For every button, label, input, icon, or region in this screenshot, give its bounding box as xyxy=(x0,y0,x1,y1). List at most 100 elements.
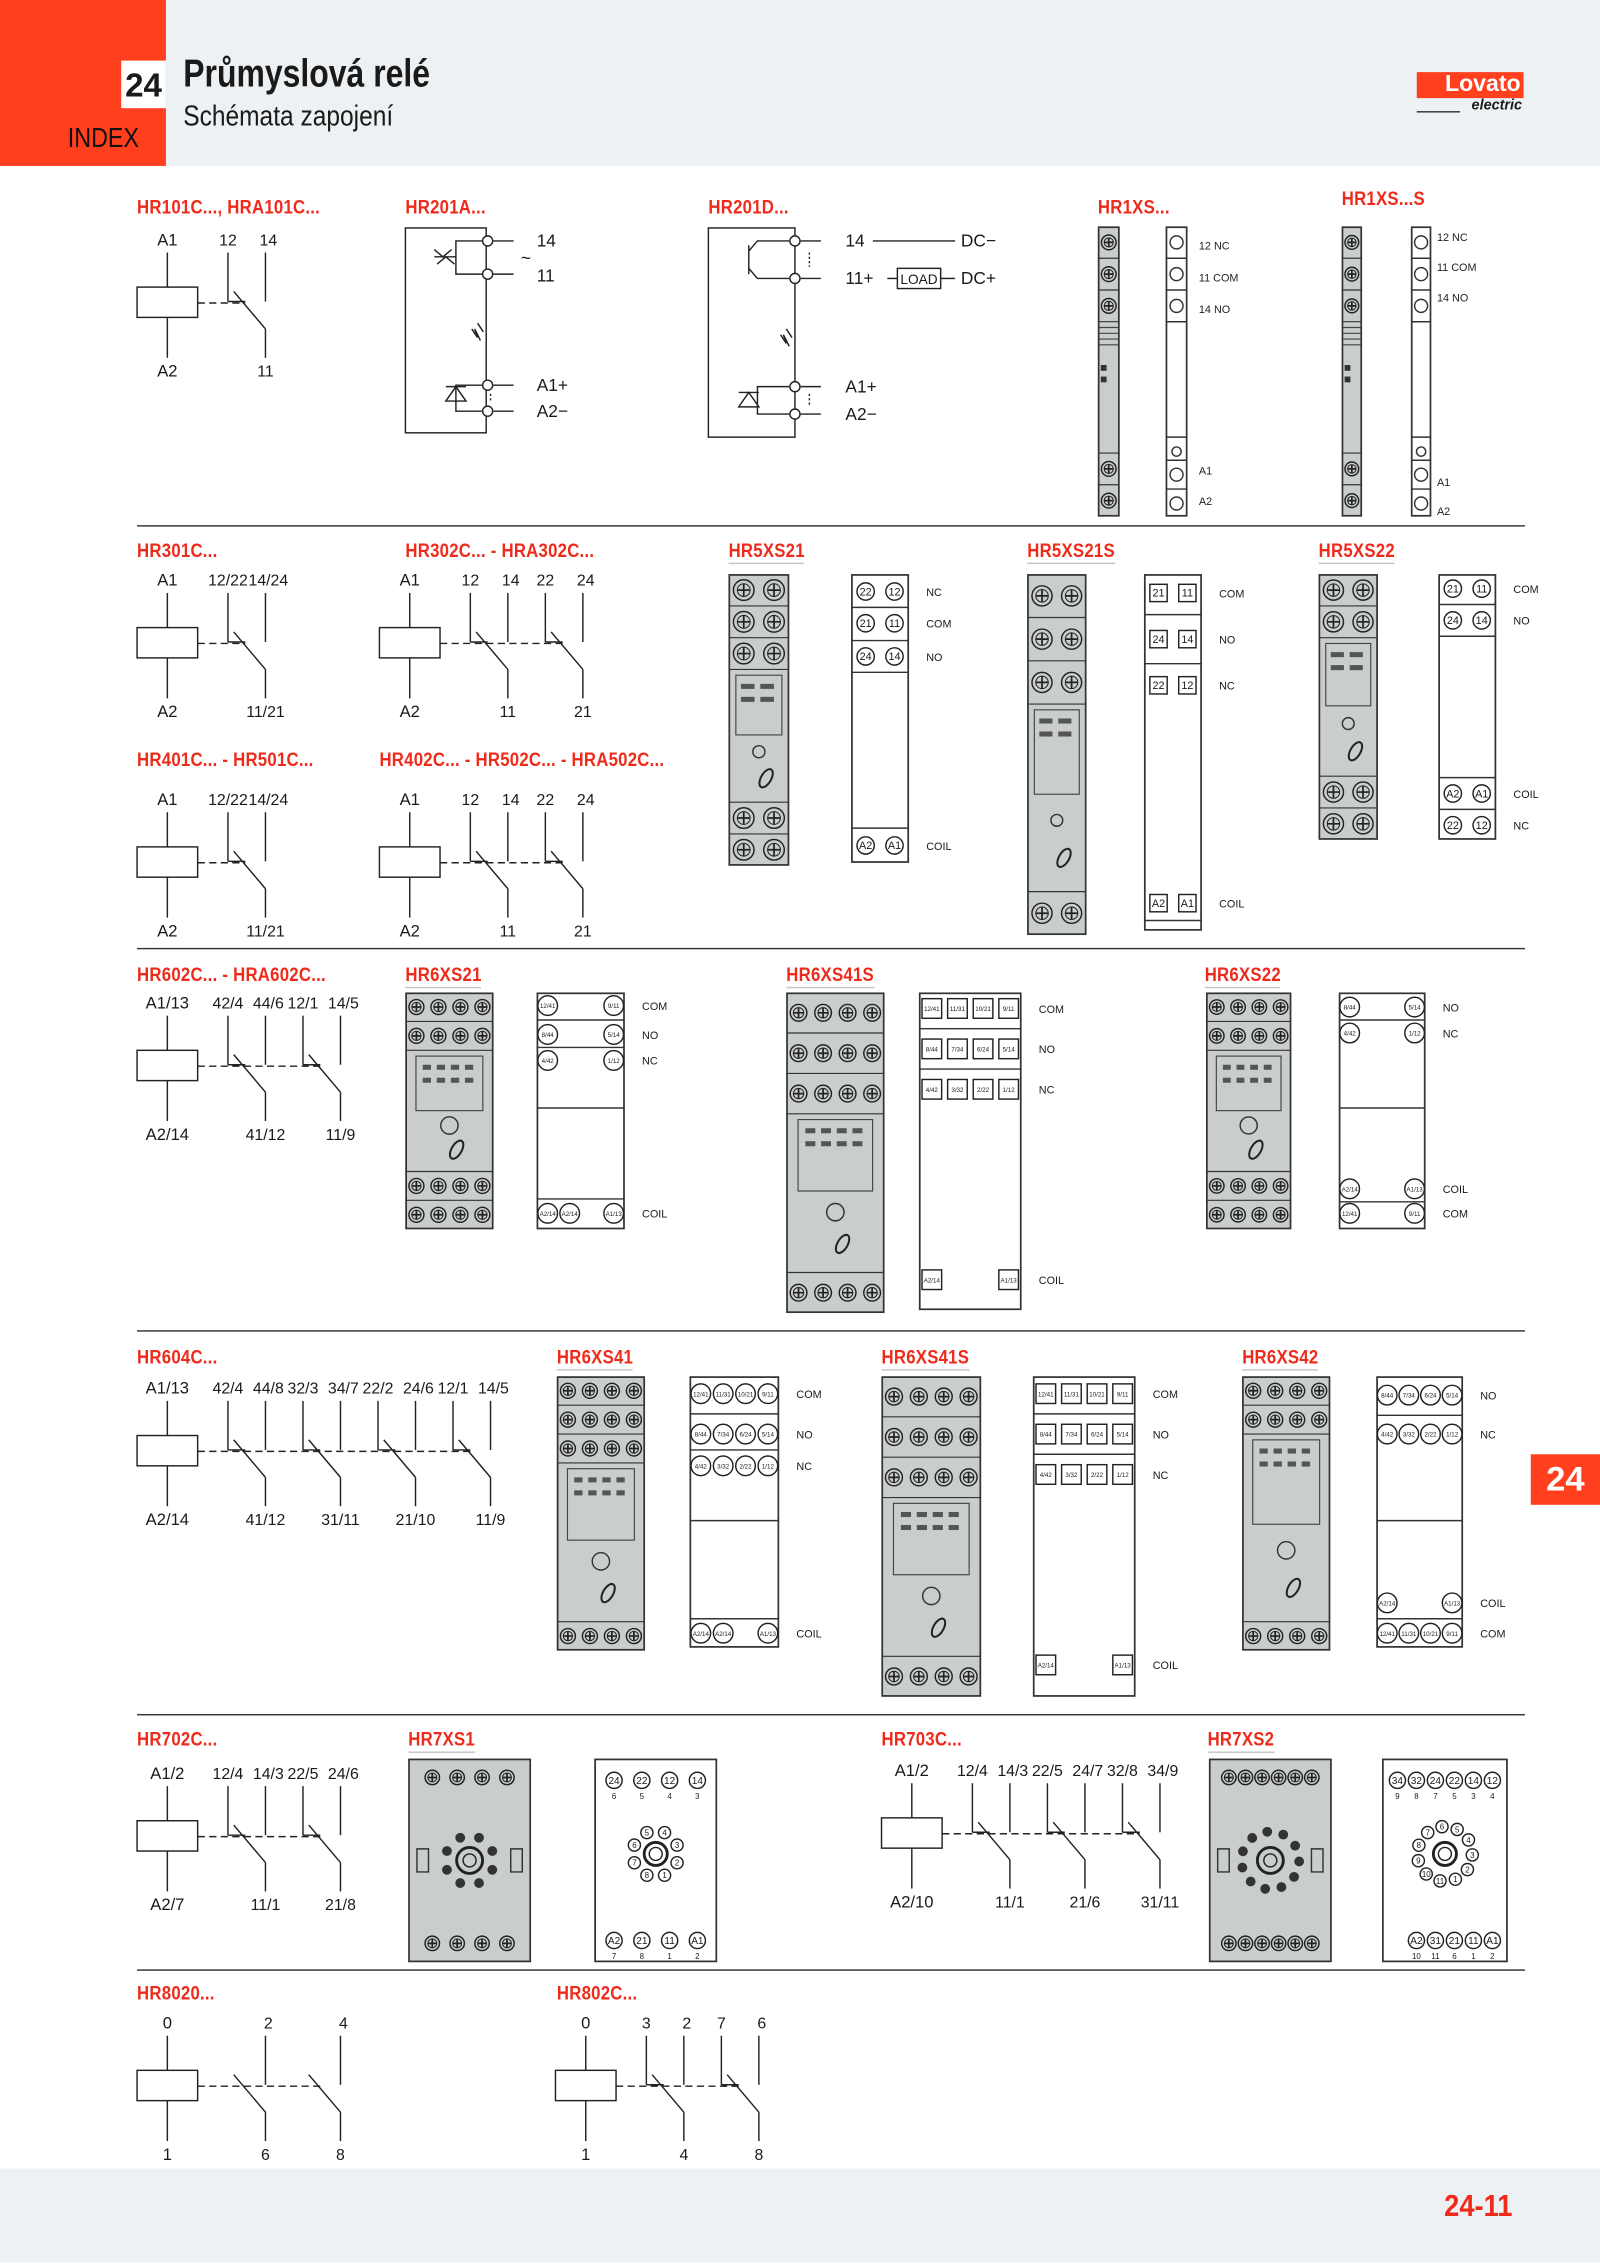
terminal-hole xyxy=(1169,496,1184,511)
terminal-label: A2 xyxy=(1410,1936,1423,1947)
terminal-label: 12/41 xyxy=(1342,1211,1358,1218)
title-hr1xs: HR1XS... xyxy=(1097,196,1170,218)
pin-hole xyxy=(1290,1840,1301,1851)
screw-icon xyxy=(763,838,786,861)
index-link[interactable]: INDEX xyxy=(67,124,140,155)
title-hr6xs41: HR6XS41 xyxy=(556,1346,634,1371)
terminal: 12/41 xyxy=(921,997,943,1020)
screw-icon xyxy=(814,1044,833,1063)
terminal-11-plus: 11+ xyxy=(845,268,873,288)
screw-icon xyxy=(452,1206,469,1223)
screw-icon xyxy=(763,610,786,633)
terminal-label: 2/22 xyxy=(740,1463,753,1470)
com-terminal: 6 xyxy=(261,2147,270,2164)
terminal-label: 24 xyxy=(1153,634,1165,646)
pin-hole xyxy=(1245,1876,1256,1887)
pin-number: 2 xyxy=(695,1952,699,1961)
terminal: 10/21 xyxy=(1419,1622,1442,1644)
no-terminal: 14/24 xyxy=(249,792,289,809)
terminal: 246 xyxy=(605,1771,623,1801)
terminal-label: A2/14 xyxy=(924,1277,941,1284)
row-label: COM xyxy=(1219,588,1244,600)
terminal: 225 xyxy=(633,1771,651,1801)
terminal: 8/44 xyxy=(537,1023,559,1045)
contact-blade xyxy=(233,1824,267,1864)
terminal-label: 22 xyxy=(1449,1776,1461,1787)
pin-label: 6 xyxy=(1440,1823,1445,1832)
terminal: A2/14 xyxy=(537,1202,559,1224)
screw-icon xyxy=(603,1411,621,1428)
no-terminal: 14/5 xyxy=(328,995,359,1012)
com-terminal: 31/11 xyxy=(321,1512,360,1529)
screw-icon xyxy=(1311,1382,1328,1400)
terminal-hole xyxy=(1415,446,1427,457)
screw-icon xyxy=(1208,1177,1225,1194)
com-terminal: 21 xyxy=(574,923,592,940)
terminal: 4/42 xyxy=(1339,1022,1361,1044)
terminal-label: 7/34 xyxy=(1065,1432,1078,1439)
screw-icon xyxy=(1251,1177,1268,1194)
terminal-label: 22 xyxy=(1447,820,1459,832)
terminal-label: 14 xyxy=(1181,634,1193,646)
terminal-label: 1/12 xyxy=(1003,1087,1016,1094)
pin xyxy=(1460,1862,1475,1877)
screw-icon xyxy=(1208,1206,1225,1223)
screw-icon xyxy=(474,1769,490,1786)
coil-symbol xyxy=(378,626,441,659)
front-hr1xss xyxy=(1410,226,1432,517)
nc-terminal: 3 xyxy=(642,2015,651,2032)
contact-blade xyxy=(308,2074,342,2113)
release-clip-icon xyxy=(758,768,774,789)
pin-label: 7 xyxy=(1426,1828,1430,1837)
terminal: 12/41 xyxy=(690,1383,712,1405)
release-clip-icon xyxy=(834,1233,851,1255)
title-hr201a: HR201A... xyxy=(405,196,486,218)
coil-terminal-top: A1 xyxy=(157,230,177,249)
screw-icon xyxy=(1100,234,1117,251)
terminal-label: A1/13 xyxy=(1444,1600,1461,1607)
screw-icon xyxy=(1322,781,1345,803)
terminal-label: A1 xyxy=(888,840,901,852)
screw-icon xyxy=(408,1027,425,1045)
terminal-label: 7/34 xyxy=(1403,1393,1416,1400)
screw-icon xyxy=(424,1769,441,1786)
terminal-label: 5/14 xyxy=(1446,1393,1459,1400)
title-hr604c: HR604C... xyxy=(137,1346,218,1368)
terminal-label: A1/13 xyxy=(606,1211,623,1218)
coil-symbol xyxy=(136,846,199,878)
terminal-label: 5/14 xyxy=(1117,1432,1130,1439)
com-terminal: 41/12 xyxy=(246,1512,286,1529)
screw-icon xyxy=(474,1027,491,1045)
no-terminal: 2 xyxy=(682,2015,691,2032)
screw-icon xyxy=(430,1177,447,1195)
screw-icon xyxy=(884,1667,904,1686)
socket-hr5xs21s xyxy=(1027,574,1087,936)
pin-label: 3 xyxy=(1470,1851,1475,1860)
logo-sub: electric xyxy=(1471,98,1523,114)
com-terminal: 11/1 xyxy=(995,1894,1025,1911)
terminal: 9/11 xyxy=(603,995,625,1017)
nc-terminal: 12/1 xyxy=(438,1381,469,1398)
terminal-label: 5/14 xyxy=(1003,1046,1016,1053)
nc-terminal: 22 xyxy=(537,573,555,590)
screw-icon xyxy=(452,1177,469,1195)
terminal-label: 10/21 xyxy=(975,1006,991,1013)
no-terminal: 14/24 xyxy=(249,573,289,590)
section-tab-24[interactable]: 24 xyxy=(1530,1454,1600,1505)
terminal: 7/34 xyxy=(1398,1384,1420,1406)
row-label: COM xyxy=(1039,1004,1064,1016)
screw-icon xyxy=(1322,813,1345,835)
terminal-label: A1 xyxy=(1475,788,1488,800)
terminal-label: 4/42 xyxy=(926,1087,939,1094)
terminal: 3/32 xyxy=(712,1455,734,1477)
row-label: NO xyxy=(1480,1390,1496,1402)
terminal-label: 4/42 xyxy=(542,1058,555,1065)
com-terminal: 21/10 xyxy=(396,1512,436,1529)
terminal: 1/12 xyxy=(603,1049,625,1071)
terminal: 3/32 xyxy=(1398,1423,1420,1445)
terminal-label: A1/13 xyxy=(1407,1186,1424,1193)
pin-label: 3 xyxy=(675,1841,680,1850)
